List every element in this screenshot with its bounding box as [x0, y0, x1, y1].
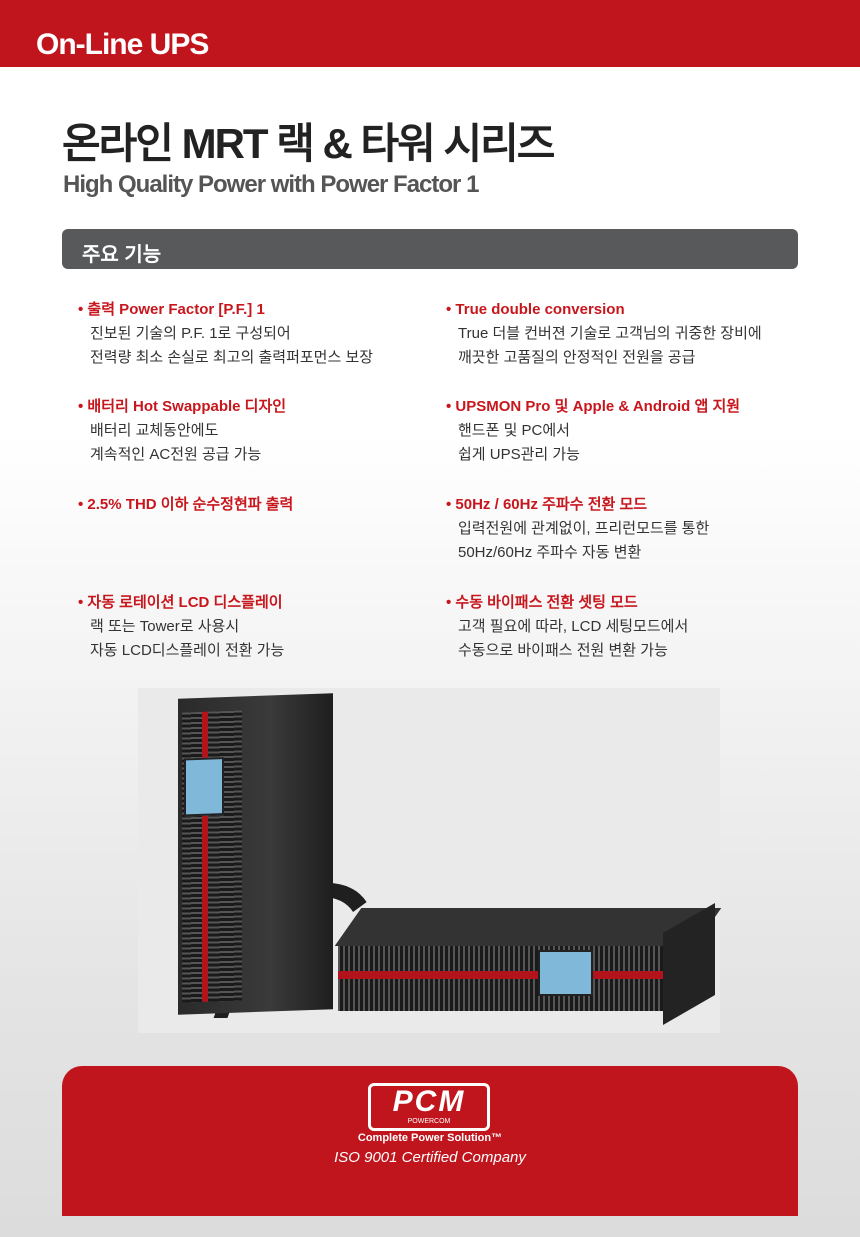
section-label: 주요 기능 — [82, 244, 162, 266]
feature-title: • 2.5% THD 이하 순수정현파 출력 — [78, 496, 294, 513]
feature-line: 깨끗한 고품질의 안정적인 전원을 공급 — [458, 349, 696, 366]
feature-item: • 출력 Power Factor [P.F.] 1 진보된 기술의 P.F. 1… — [78, 298, 448, 370]
page-subtitle: High Quality Power with Power Factor 1 — [63, 171, 479, 198]
feature-line: 50Hz/60Hz 주파수 자동 변환 — [458, 544, 642, 561]
feature-title: • 배터리 Hot Swappable 디자인 — [78, 398, 287, 415]
feature-line: 계속적인 AC전원 공급 가능 — [90, 446, 262, 463]
feature-line: 수동으로 바이패스 전원 변환 가능 — [458, 642, 668, 659]
feature-title: • 수동 바이패스 전환 셋팅 모드 — [446, 594, 638, 611]
lcd-display — [538, 950, 593, 996]
feature-line: True 더블 컨버젼 기술로 고객님의 귀중한 장비에 — [458, 325, 762, 342]
header-banner: On-Line UPS — [0, 0, 860, 67]
logo-subtext: POWERCOM — [407, 1118, 451, 1125]
feature-item: • 2.5% THD 이하 순수정현파 출력 — [78, 493, 448, 517]
feature-line: 진보된 기술의 P.F. 1로 구성되어 — [90, 325, 291, 342]
feature-line: 고객 필요에 따라, LCD 세팅모드에서 — [458, 618, 689, 635]
tower-ups-unit — [178, 693, 333, 1015]
feature-title: • True double conversion — [446, 301, 625, 318]
tagline: Complete Power Solution™ — [357, 1132, 503, 1144]
product-photo — [138, 688, 722, 1033]
feature-line: 입력전원에 관계없이, 프리런모드를 통한 — [458, 520, 710, 537]
feature-line: 전력량 최소 손실로 최고의 출력퍼포먼스 보장 — [90, 349, 374, 366]
certification: ISO 9001 Certified Company — [334, 1149, 526, 1166]
feature-line: 쉽게 UPS관리 가능 — [458, 446, 580, 463]
feature-line: 핸드폰 및 PC에서 — [458, 422, 570, 439]
feature-title: • UPSMON Pro 및 Apple & Android 앱 지원 — [446, 398, 741, 415]
feature-line: 랙 또는 Tower로 사용시 — [90, 618, 240, 635]
rack-ups-unit — [334, 902, 722, 1026]
header-label: On-Line UPS — [36, 28, 209, 61]
page-title: 온라인 MRT 랙 & 타워 시리즈 — [62, 120, 555, 167]
feature-title: • 출력 Power Factor [P.F.] 1 — [78, 301, 265, 318]
logo-text: PCM — [392, 1085, 466, 1118]
feature-title: • 자동 로테이션 LCD 디스플레이 — [78, 594, 283, 611]
section-header: 주요 기능 — [62, 229, 798, 269]
feature-line: 배터리 교체동안에도 — [90, 422, 219, 439]
feature-title: • 50Hz / 60Hz 주파수 전환 모드 — [446, 496, 648, 513]
feature-line: 자동 LCD디스플레이 전환 가능 — [90, 642, 285, 659]
lcd-display — [184, 757, 224, 817]
